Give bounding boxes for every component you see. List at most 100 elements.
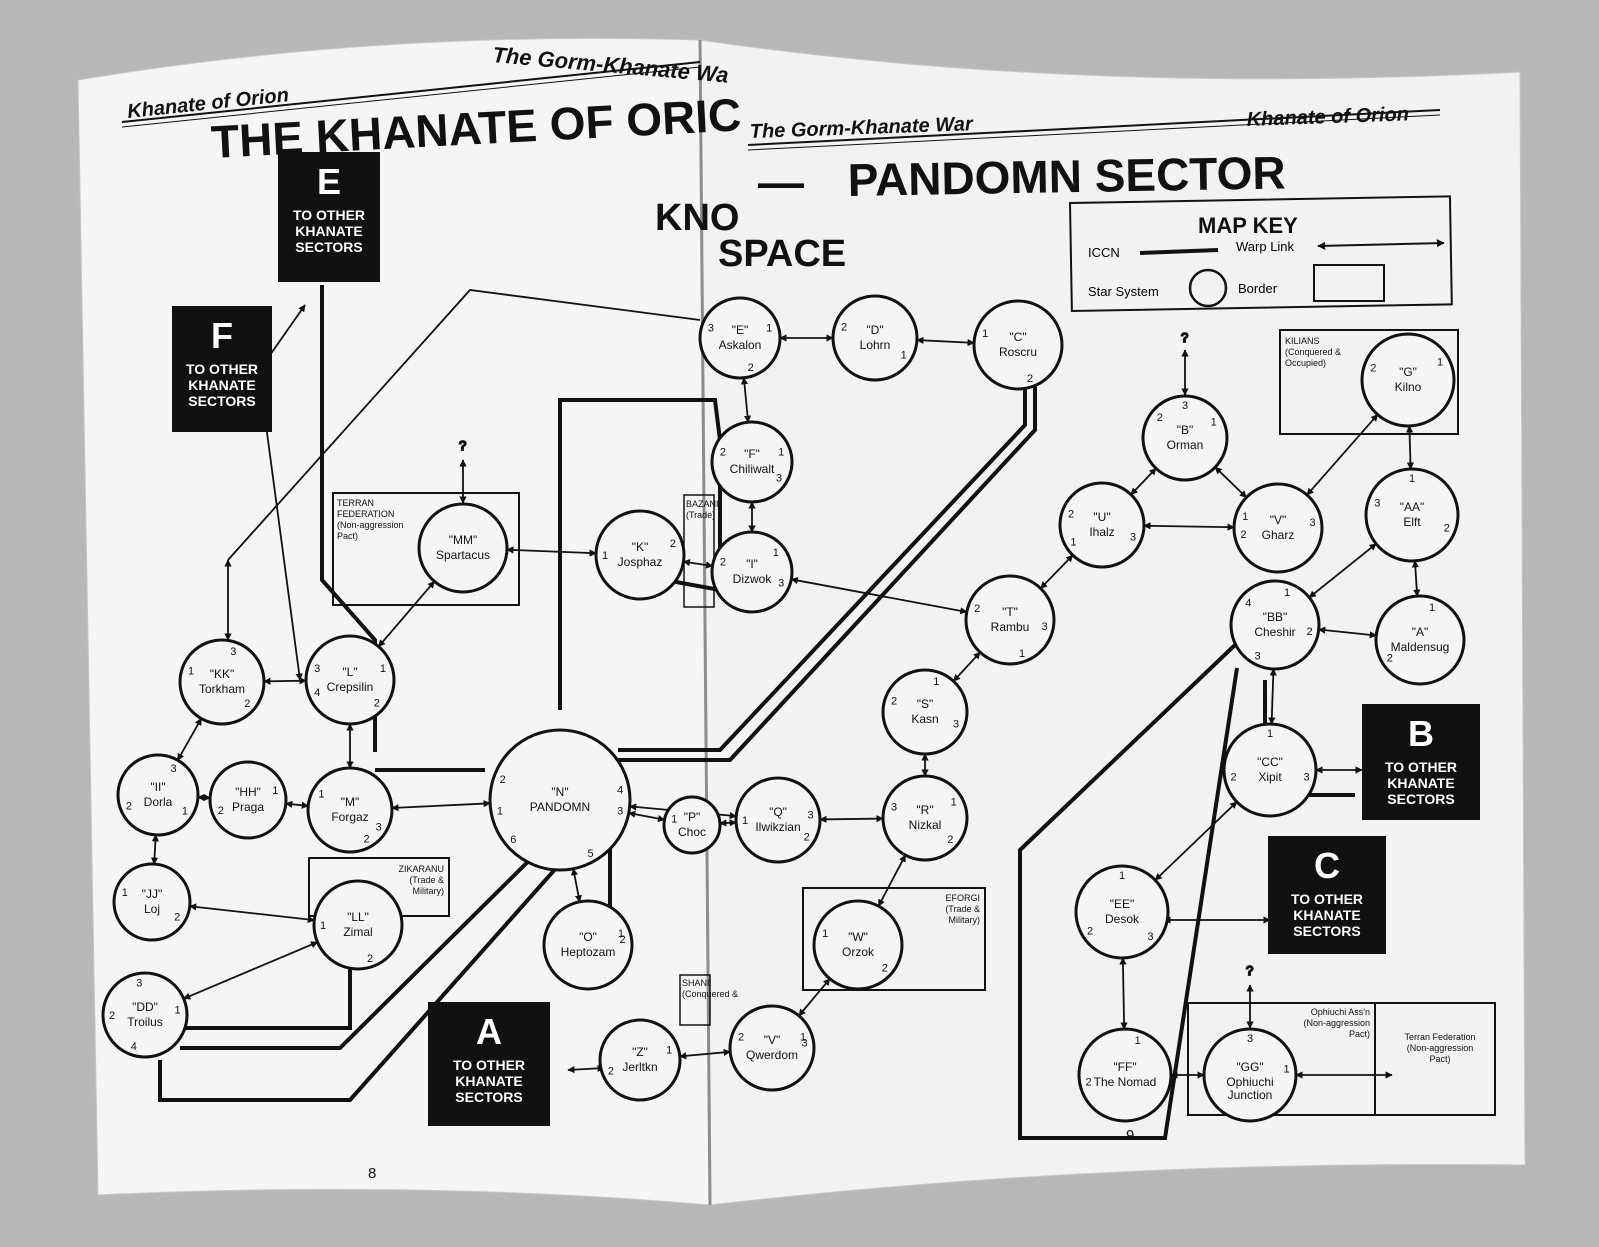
warp-port-number: 2 (720, 556, 726, 568)
star-system-circle (417, 502, 509, 594)
system-code: "AA" (1400, 500, 1425, 514)
terran2-border (1374, 1002, 1496, 1116)
star-system-circle (1229, 579, 1321, 671)
star-system-circle (178, 638, 266, 726)
warp-link-hh-m (285, 800, 309, 809)
warp-port-number: 1 (1437, 357, 1443, 369)
star-system-circle (488, 728, 632, 872)
warp-link-z-exit-a (567, 1064, 605, 1074)
warp-port-number: 2 (1157, 412, 1163, 424)
star-system-circle (734, 776, 822, 864)
warp-port-number: 2 (367, 953, 373, 965)
warp-port-number: 1 (1409, 473, 1415, 485)
star-system-circle (710, 420, 794, 504)
right-title-dash: — (758, 156, 804, 208)
right-header-rule (747, 109, 1441, 146)
warp-port-number: 2 (500, 774, 506, 786)
star-system-circle (542, 899, 634, 991)
region-label-eforgi: (Trade & (945, 904, 980, 914)
warp-port-number: 4 (1245, 598, 1251, 610)
exit-letter: F (211, 315, 233, 356)
warp-port-number: 4 (314, 687, 320, 699)
system-name: Lohrn (860, 338, 891, 352)
warp-port-number: 1 (320, 920, 326, 932)
warp-port-number: 3 (1130, 531, 1136, 543)
warp-link-i-t (790, 576, 968, 615)
system-name: Ilwikzian (755, 820, 800, 834)
system-name: Spartacus (436, 548, 490, 562)
warp-port-number: 1 (822, 928, 828, 940)
warp-port-number: 3 (1182, 400, 1188, 412)
warp-port-number: 1 (1284, 587, 1290, 599)
star-system-circle (662, 795, 722, 855)
system-name: PANDOMN (530, 800, 590, 814)
unknown-destination-2: ? (1181, 330, 1188, 345)
system-name: Junction (1228, 1088, 1273, 1102)
system-name: Dorla (144, 795, 173, 809)
region-label-ophiuchi: Pact) (1349, 1029, 1370, 1039)
unknown-destination-1: ? (459, 438, 466, 453)
warp-port-number: 2 (882, 962, 888, 974)
right-subtitle-fragment: SPACE (718, 233, 846, 275)
warp-port-number: 2 (1087, 926, 1093, 938)
system-name: Kasn (911, 712, 938, 726)
warp-port-number: 2 (109, 1010, 115, 1022)
exit-caption: KHANATE (1387, 775, 1454, 791)
system-code: "B" (1177, 423, 1194, 437)
warp-port-number: 2 (1231, 771, 1237, 783)
system-name: Maldensug (1391, 640, 1450, 654)
system-code: "JJ" (142, 887, 163, 901)
iccn-network (158, 285, 1355, 1140)
system-name: Loj (144, 902, 160, 916)
exit-caption: TO OTHER (1385, 759, 1457, 775)
warp-port-number: 2 (720, 446, 726, 458)
system-name: Orzok (842, 945, 875, 959)
star-system-circle (964, 574, 1056, 666)
warp-port-number: 1 (182, 806, 188, 818)
exit-caption: SECTORS (455, 1089, 522, 1105)
system-code: "I" (746, 557, 758, 571)
warp-port-number: 1 (1119, 870, 1125, 882)
system-code: "DD" (132, 1000, 158, 1014)
system-name: Desok (1105, 912, 1140, 926)
warp-port-number: 3 (1247, 1033, 1253, 1045)
system-name: Rambu (991, 620, 1030, 634)
exit-box (1268, 836, 1386, 954)
system-code: "V" (1270, 513, 1287, 527)
star-system-circle (1074, 864, 1170, 960)
exit-box (172, 306, 272, 432)
exit-box (428, 1002, 550, 1126)
warp-link-mm-l (377, 580, 436, 648)
exit-caption: KHANATE (295, 223, 362, 239)
region-label-shani: (Conquered & (682, 989, 738, 999)
warp-link-l-kk (263, 677, 307, 685)
warp-port-number: 3 (891, 802, 897, 814)
warp-port-number: 3 (953, 718, 959, 730)
exit-caption: TO OTHER (453, 1057, 525, 1073)
warp-port-number: 3 (136, 978, 142, 990)
warp-port-number: 3 (1303, 771, 1309, 783)
iccn-line-sample (1139, 248, 1219, 255)
exit-caption: TO OTHER (1291, 891, 1363, 907)
right-page-title: PANDOMN SECTOR (847, 146, 1286, 206)
